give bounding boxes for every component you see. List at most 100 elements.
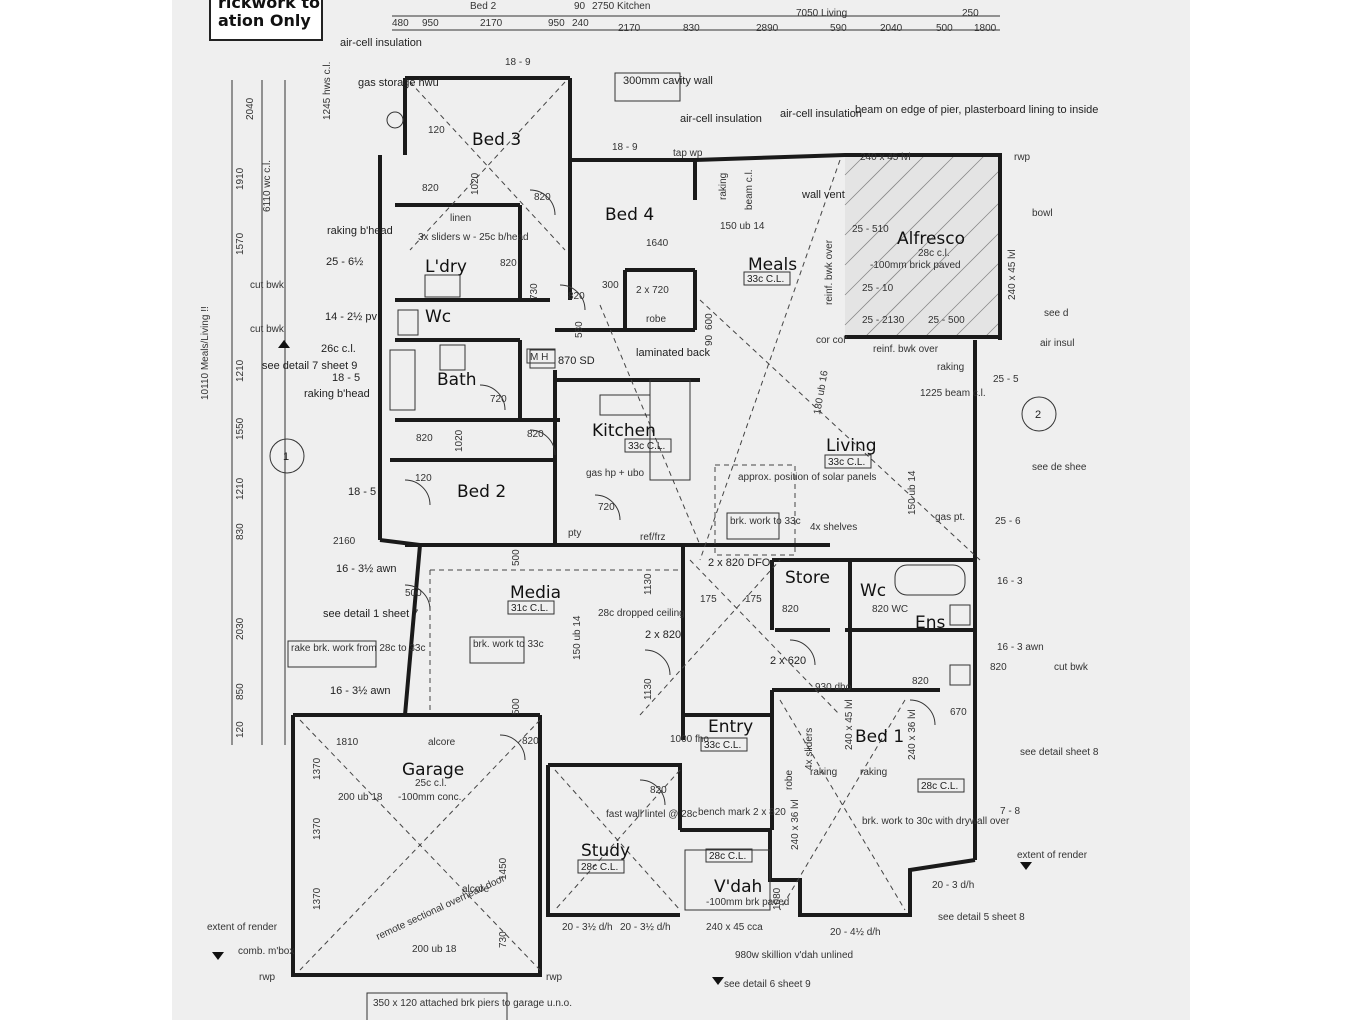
left-dim-1: 2040 xyxy=(245,97,256,120)
ceiling-media: 31c C.L. xyxy=(511,603,548,614)
dim-90: 90 xyxy=(704,334,715,346)
lvl-1: 240 x 45 lvl xyxy=(860,152,911,163)
see-detail-5: see detail 5 sheet 8 xyxy=(938,912,1025,923)
piers-note: 350 x 120 attached brk piers to garage u… xyxy=(373,998,572,1009)
top-dim-14: 590 xyxy=(830,23,847,34)
room-bed4: Bed 4 xyxy=(605,205,654,225)
lvl-4: 240 x 36 lvl xyxy=(907,709,918,760)
dim-820-f: 820 xyxy=(416,433,433,444)
height-20-3-a: 20 - 3½ d/h xyxy=(562,922,613,933)
title-block: rickwork to ation Only xyxy=(209,0,323,41)
room-bed1: Bed 1 xyxy=(855,727,904,747)
dim-1370-a: 1370 xyxy=(312,757,323,780)
cut-bwk-2: cut bwk xyxy=(250,324,285,335)
top-dim-12: 830 xyxy=(683,23,700,34)
wc-820: 820 WC xyxy=(872,604,908,615)
room-bath: Bath xyxy=(437,370,477,390)
left-long-2: 10110 Meals/Living !! xyxy=(200,306,211,400)
alcore-1: alcore xyxy=(428,737,456,748)
dim-500-b: 500 xyxy=(511,549,522,566)
height-16-b: 16 - 3 xyxy=(997,576,1023,587)
alfresco-3: -100mm brick paved xyxy=(870,260,961,271)
fixtures xyxy=(386,111,971,911)
top-dim-11: 2170 xyxy=(618,23,641,34)
top-dim-15: 2040 xyxy=(880,23,903,34)
dim-300: 300 xyxy=(602,280,619,291)
dim-1450: 1450 xyxy=(498,857,509,880)
skillion: 980w skillion v'dah unlined xyxy=(735,950,853,961)
aircell-3: air-cell insulation xyxy=(780,108,862,120)
ceiling-study: 28c C.L. xyxy=(581,862,618,873)
height-25-6-b: 25 - 6 xyxy=(995,516,1021,527)
ceiling-meals: 33c C.L. xyxy=(747,274,784,285)
dim-1640: 1640 xyxy=(646,238,669,249)
robe-bed1: robe xyxy=(784,770,795,790)
rwp-3: rwp xyxy=(546,972,563,983)
ceiling-bed1: 28c C.L. xyxy=(921,781,958,792)
dim-730-b: 730 xyxy=(498,931,509,948)
dim-720-a: 720 xyxy=(490,394,507,405)
height-25-5: 25 - 5 xyxy=(993,374,1019,385)
height-20-3-b: 20 - 3½ d/h xyxy=(620,922,671,933)
dim-2160: 2160 xyxy=(333,536,356,547)
dim-1020-b: 1020 xyxy=(454,429,465,452)
dim-820-c: 820 xyxy=(500,258,517,269)
dfo: 2 x 820 DFO xyxy=(708,557,771,569)
top-dim-3: 2750 Kitchen xyxy=(592,1,650,12)
tap-wp: tap wp xyxy=(673,148,703,159)
room-alfresco: Alfresco xyxy=(897,229,965,249)
alcore-2: alcore xyxy=(462,884,490,895)
aircell-1: air-cell insulation xyxy=(340,37,422,49)
dim-175-b: 175 xyxy=(745,594,762,605)
dim-1370-b: 1370 xyxy=(312,817,323,840)
dim-500-a: 500 xyxy=(405,588,422,599)
top-dim-1: Bed 2 xyxy=(470,1,497,12)
height-26: 26c c.l. xyxy=(321,343,356,355)
dim-1000: 1000 fho xyxy=(670,734,709,745)
top-dim-2: 90 xyxy=(574,1,586,12)
ub-200-18-a: 200 ub 18 xyxy=(338,792,383,803)
sliders: 3x sliders w - 25c b/head xyxy=(418,232,529,243)
ceiling-labels: 33c C.L. 33c C.L. 33c C.L. 31c C.L. 33c … xyxy=(507,271,965,874)
dim-2x720: 2 x 720 xyxy=(636,285,669,296)
height-20-3: 20 - 3 d/h xyxy=(932,880,974,891)
section-marker-1: 1 xyxy=(283,451,289,463)
fast-wall: fast wall lintel @ 28c xyxy=(606,809,697,820)
garage-conc: -100mm conc. xyxy=(398,792,461,803)
dim-820-e: 820 xyxy=(527,429,544,440)
dim-820-h: 820 xyxy=(912,676,929,687)
cor-col: cor col' xyxy=(816,335,847,346)
dim-500-c: 500 xyxy=(511,698,522,715)
dim-820-j: 820 xyxy=(522,736,539,747)
wall-vent: wall vent xyxy=(801,189,845,201)
alfresco-6: 25 - 500 xyxy=(928,315,965,326)
see-detail-7: see detail 7 sheet 9 xyxy=(262,360,357,372)
room-bed2: Bed 2 xyxy=(457,482,506,502)
alfresco-4: 25 - 10 xyxy=(862,283,894,294)
linen: linen xyxy=(450,213,471,224)
top-dim-10: 240 xyxy=(572,18,589,29)
alfresco-hatch xyxy=(844,154,1001,338)
top-dim-17: 1800 xyxy=(974,23,997,34)
solar-panels: approx. position of solar panels xyxy=(738,472,876,483)
left-dim-8: 2030 xyxy=(235,617,246,640)
dim-1020-a: 1020 xyxy=(470,172,481,195)
room-ldry: L'dry xyxy=(425,257,467,277)
height-16-a: 16 - 3½ awn xyxy=(336,563,397,575)
room-media: Media xyxy=(510,583,561,603)
door-swings xyxy=(404,189,936,806)
room-bed3: Bed 3 xyxy=(472,130,521,150)
ub-200-18-b: 200 ub 18 xyxy=(412,944,457,955)
height-20-4: 20 - 4½ d/h xyxy=(830,927,881,938)
top-dim-4: 7050 Living xyxy=(796,8,847,19)
beam-cl-2: 1225 beam c.l. xyxy=(920,388,986,399)
brk-work-33-b: brk. work to 33c xyxy=(473,639,544,650)
left-dimensions: 2040 1910 1570 1210 1550 1210 830 2030 8… xyxy=(200,80,286,745)
ceiling-living: 33c C.L. xyxy=(828,457,865,468)
dim-820-d: 820 xyxy=(568,291,585,302)
garage-cl: 25c c.l. xyxy=(415,778,447,789)
room-meals: Meals xyxy=(748,255,797,275)
left-dim-2: 1910 xyxy=(235,167,246,190)
rake-brk: rake brk. work from 28c to 33c xyxy=(291,643,426,654)
